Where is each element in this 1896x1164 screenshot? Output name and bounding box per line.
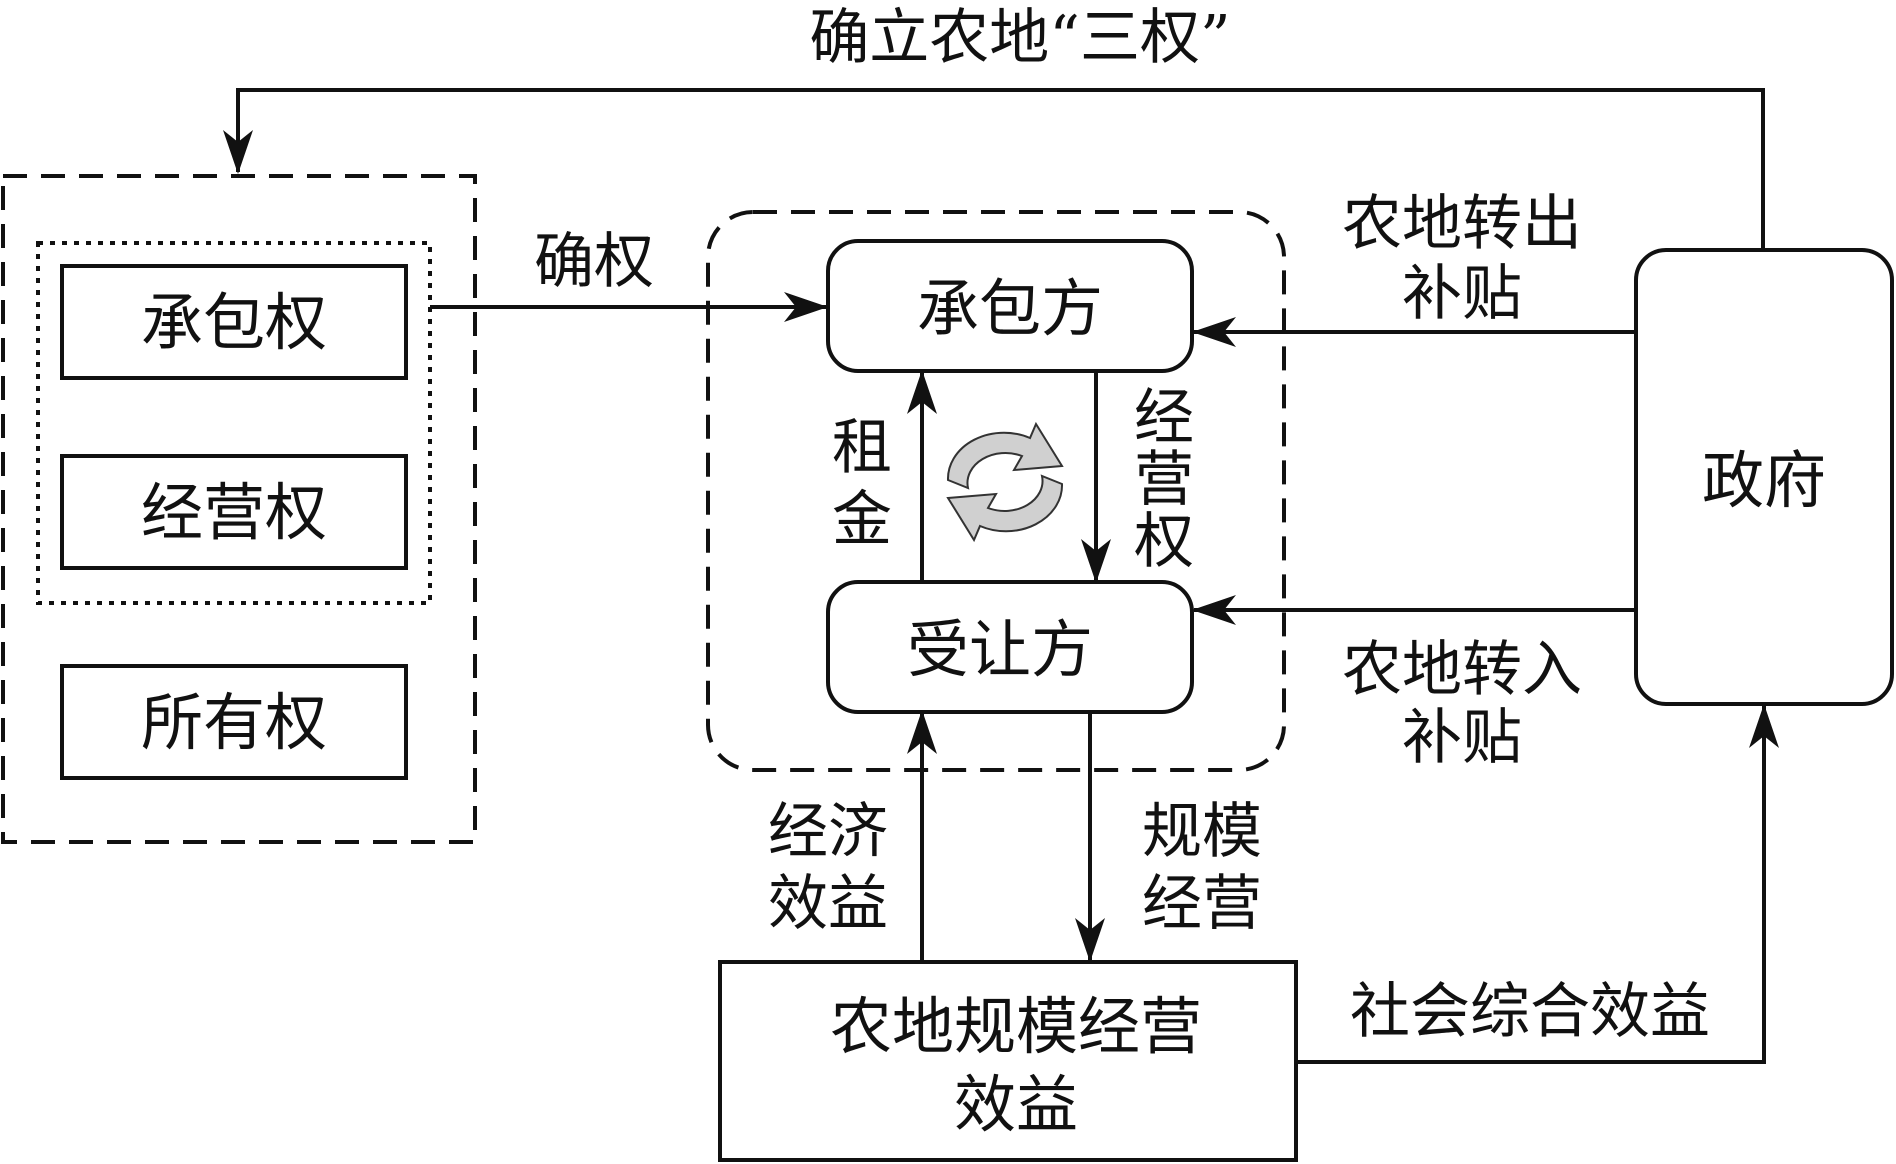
- in-subsidy-line-1: 农地转入: [1342, 635, 1582, 705]
- arrow-social-benefit: [1296, 704, 1779, 1064]
- contractor-box: 承包方: [826, 239, 1194, 373]
- scale-operation-line-2: 经营: [1142, 869, 1262, 939]
- operation-right-char-3: 权: [1134, 507, 1194, 577]
- arrow-establish-rights: [223, 88, 1765, 250]
- out-subsidy-line-1: 农地转出: [1342, 189, 1582, 259]
- social-benefit-label: 社会综合效益: [1350, 977, 1710, 1047]
- scale-benefit-line-2: 效益: [954, 1068, 1078, 1141]
- government-label: 政府: [1702, 444, 1826, 517]
- diagram-title: 确立农地“三权”: [809, 3, 1230, 73]
- contract-right-box: 承包权: [60, 264, 408, 380]
- government-box: 政府: [1634, 248, 1894, 706]
- rights-inner-dotted-box: [36, 241, 432, 605]
- rent-char-2: 金: [832, 485, 892, 555]
- operation-right-char-1: 经: [1134, 383, 1194, 453]
- operation-right-char-2: 营: [1134, 445, 1194, 515]
- economic-benefit-line-1: 经济: [768, 797, 888, 867]
- cycle-icon: [946, 421, 1064, 543]
- scale-benefit-box: 农地规模经营 效益: [718, 960, 1298, 1162]
- ownership-label: 所有权: [141, 686, 327, 759]
- operation-right-box: 经营权: [60, 454, 408, 570]
- parties-dashed-box: [706, 210, 1286, 772]
- confirm-rights-label: 确权: [534, 227, 654, 297]
- contract-right-label: 承包权: [141, 286, 327, 359]
- transferee-label: 受让方: [907, 613, 1093, 686]
- rights-outer-dashed-box: [1, 174, 477, 844]
- rent-char-1: 租: [832, 413, 892, 483]
- scale-benefit-line-1: 农地规模经营: [830, 990, 1202, 1063]
- operation-right-label: 经营权: [141, 476, 327, 549]
- scale-operation-line-1: 规模: [1142, 797, 1262, 867]
- contractor-label: 承包方: [917, 272, 1103, 345]
- transferee-box: 受让方: [826, 580, 1194, 714]
- economic-benefit-line-2: 效益: [768, 869, 888, 939]
- out-subsidy-line-2: 补贴: [1402, 259, 1522, 329]
- in-subsidy-line-2: 补贴: [1402, 703, 1522, 773]
- ownership-box: 所有权: [60, 664, 408, 780]
